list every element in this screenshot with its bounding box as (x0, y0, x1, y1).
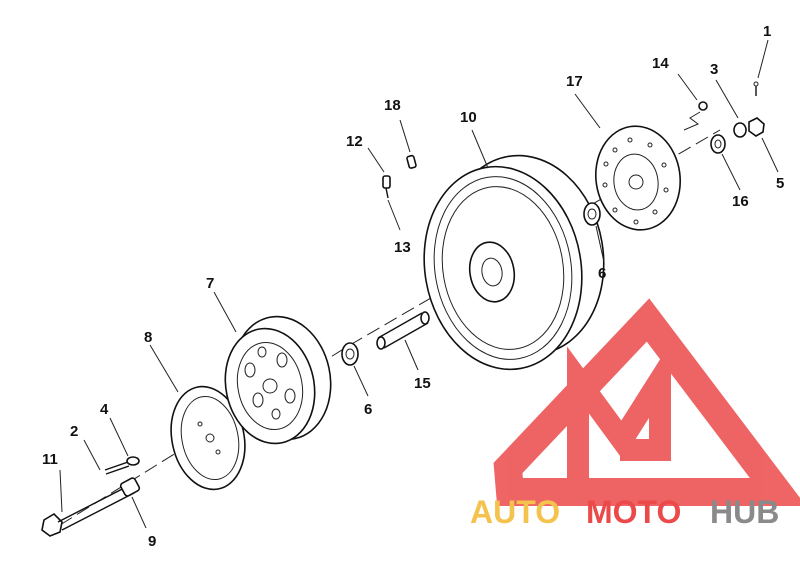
logo-word-moto: MOTO (586, 494, 681, 530)
axle-washer (733, 122, 747, 138)
callout-16: 16 (732, 193, 749, 210)
callout-1: 1 (763, 23, 771, 40)
callout-13: 13 (394, 239, 411, 256)
callout-7: 7 (206, 275, 214, 292)
callout-6-left: 6 (364, 401, 372, 418)
callout-3: 3 (710, 61, 718, 78)
callout-17: 17 (566, 73, 583, 90)
logo-word-hub: HUB (710, 494, 779, 530)
callout-12: 12 (346, 133, 363, 150)
wheel-bearing-left (341, 342, 359, 366)
cotter-pin (753, 81, 759, 96)
disc-screw (683, 101, 708, 131)
callout-14: 14 (652, 55, 669, 72)
callout-15: 15 (414, 375, 431, 392)
callout-10: 10 (460, 109, 477, 126)
rear-wheel (423, 154, 605, 371)
callout-9: 9 (148, 533, 156, 550)
spacer (119, 477, 141, 497)
wheel-bearing-right (583, 202, 601, 226)
valve-stem (382, 175, 391, 199)
leader-lines (59, 39, 779, 529)
automotohub-logo (493, 298, 800, 506)
rear-pulley (224, 315, 332, 445)
screw (104, 461, 130, 475)
brake-disc (594, 125, 682, 231)
axle-nut (748, 117, 765, 137)
callout-2: 2 (70, 423, 78, 440)
washer (126, 456, 140, 466)
callout-6-right: 6 (598, 265, 606, 282)
axle-bolt (41, 484, 135, 537)
pulley-flange (170, 385, 246, 491)
callout-18: 18 (384, 97, 401, 114)
axle-spacer-tube (376, 311, 430, 350)
logo-word-auto: AUTO (470, 494, 560, 530)
callout-4: 4 (100, 401, 109, 418)
callout-11: 11 (42, 451, 58, 468)
callout-8: 8 (144, 329, 152, 346)
balance-weight (406, 154, 417, 169)
callout-5: 5 (776, 175, 784, 192)
brake-side-spacer (710, 134, 726, 154)
